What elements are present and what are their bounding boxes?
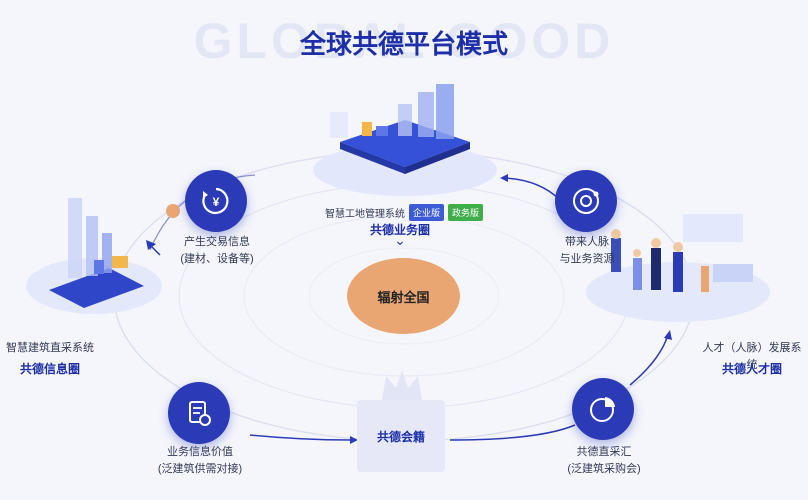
business-circle-label: 共德业务圈 bbox=[369, 223, 430, 237]
radiate-nationwide-hub: 辐射全国 bbox=[347, 258, 460, 334]
enterprise-tag: 企业版 bbox=[409, 204, 445, 221]
feature-trade-info-line1: 产生交易信息 bbox=[184, 236, 250, 248]
info-circle-label: 共德信息圈 bbox=[19, 362, 80, 376]
feature-business-value-line2: (泛建筑供需对接) bbox=[157, 463, 243, 475]
document-gear-icon bbox=[168, 382, 230, 444]
construction-site-illustration bbox=[313, 84, 497, 196]
feature-network-line1: 带来人脉 bbox=[565, 236, 609, 248]
top-system-label: 智慧工地管理系统 bbox=[325, 209, 405, 220]
feature-purchase-line1: 共德直采汇 bbox=[576, 446, 632, 458]
feature-purchase-line2: (泛建筑采购会) bbox=[567, 463, 641, 475]
svg-text:¥: ¥ bbox=[213, 195, 220, 209]
top-system-row: 智慧工地管理系统 企业版 政务版 bbox=[325, 204, 525, 221]
feature-trade-info-line2: (建材、设备等) bbox=[180, 253, 254, 265]
chevron-down-icon: ⌄ bbox=[394, 232, 406, 248]
building-system-illustration bbox=[26, 198, 162, 314]
feature-business-value-line1: 业务信息价值 bbox=[167, 446, 233, 458]
yen-cycle-icon: ¥ bbox=[185, 170, 247, 232]
background-watermark-text: GLOBAL GOOD bbox=[193, 13, 615, 69]
left-system-label: 智慧建筑直采系统 bbox=[6, 342, 94, 354]
people-network-illustration bbox=[586, 214, 770, 322]
talent-circle-label: 共德人才圈 bbox=[721, 362, 782, 376]
feature-network-line2: 与业务资源 bbox=[559, 253, 615, 265]
page-title: 全球共德平台模式 bbox=[299, 29, 508, 59]
government-tag: 政务版 bbox=[448, 204, 484, 221]
membership-card: 共德会籍 bbox=[357, 400, 445, 472]
crown-icon bbox=[382, 370, 422, 400]
pie-chart-icon bbox=[572, 378, 634, 440]
right-system-label: 人才（人脉）发展系统 bbox=[702, 342, 802, 371]
orbit-icon bbox=[555, 170, 617, 232]
